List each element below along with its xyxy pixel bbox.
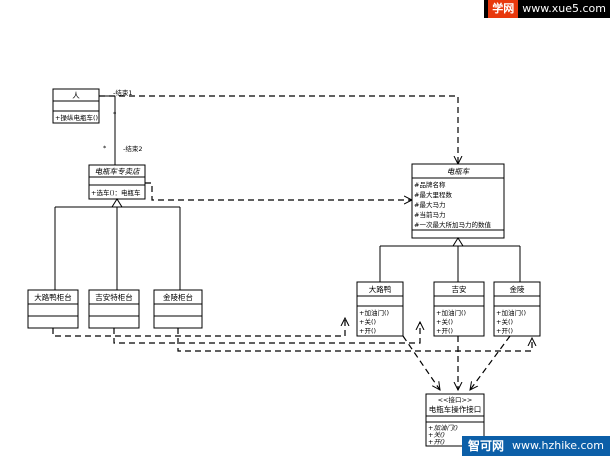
dependency-counter2-brand2 [113,322,420,344]
dealer-method: +选车()：电瓶车 [91,188,141,197]
person-title: 人 [72,91,80,100]
dependency-counter1-brand1 [52,318,345,337]
class-brand-3[interactable]: 金陵 +加油门() +关() +开() [493,281,541,337]
counter-1-title: 大路鸭柜台 [34,292,72,302]
counter-3-title: 金陵柜台 [163,292,193,302]
watermark-bottom-url: www.hzhike.com [512,439,604,452]
brand-3-method-1: +加油门() [496,308,526,317]
counter-2-title: 吉安特柜台 [95,292,133,302]
interface-ebike-operation[interactable]: <<接口>> 电瓶车操作接口 +加油门() +关() +开() [425,393,485,447]
iface-method-2: +关() [428,431,445,439]
watermark-top-logo: 学网 [488,0,519,18]
assoc-multiplicity: * [103,144,107,152]
ebike-attr-1: #品牌名称 [414,180,446,189]
watermark-top-url: www.xue5.com [522,2,606,15]
ebike-attr-4: #当前马力 [414,210,445,219]
realization-brand3-iface [470,335,511,390]
class-brand-2[interactable]: 吉安 +加油门() +关() +开() [433,281,485,337]
generalization-triangle-dealer [111,198,123,208]
class-counter-1[interactable]: 大路鸭柜台 [27,289,79,329]
dealer-title: 电瓶车专卖店 [95,167,141,176]
brand-2-method-1: +加油门() [436,308,466,317]
iface-method-3: +开() [428,438,445,446]
generalization-triangle-ebike [452,237,464,247]
dependency-dealer-ebike [145,182,412,200]
ebike-title: 电瓶车 [447,167,471,176]
watermark-top: 学网 www.xue5.com [484,0,610,18]
brand-3-title: 金陵 [510,284,525,294]
dependency-person-ebike [99,95,458,164]
realization-brand1-iface [402,335,440,390]
brand-1-title: 大路鸭 [369,284,392,294]
iface-title: 电瓶车操作接口 [429,404,482,414]
class-counter-2[interactable]: 吉安特柜台 [88,289,140,329]
brand-3-method-2: +关() [496,317,513,326]
ebike-attr-2: #最大里程数 [414,190,452,199]
brand-1-method-3: +开() [359,327,376,335]
person-method: +操纵电瓶车() [55,113,98,122]
assoc-multiplicity-2: * [113,110,117,118]
class-brand-1[interactable]: 大路鸭 +加油门() +关() +开() [356,281,404,337]
brand-1-method-1: +加油门() [359,308,389,317]
ebike-attr-5: #一次最大所加马力的数值 [414,220,491,229]
assoc-end1-label: -结束1 [113,88,132,97]
brand-2-method-3: +开() [436,327,453,335]
class-ebike[interactable]: 电瓶车 #品牌名称 #最大里程数 #最大马力 #当前马力 #一次最大所加马力的数… [411,163,505,239]
brand-1-method-2: +关() [359,317,376,326]
assoc-end2-label: -结束2 [123,144,142,153]
class-counter-3[interactable]: 金陵柜台 [153,289,203,329]
dependency-counter3-brand3 [177,328,532,352]
brand-2-method-2: +关() [436,317,453,326]
ebike-attr-3: #最大马力 [414,200,445,209]
class-person[interactable]: 人 +操纵电瓶车() [52,88,100,124]
brand-2-title: 吉安 [452,284,467,294]
watermark-bottom-logo: 智可网 [467,439,504,453]
iface-stereotype: <<接口>> [438,395,473,404]
class-dealer[interactable]: 电瓶车专卖店 +选车()：电瓶车 [88,164,146,200]
watermark-bottom: 智可网 www.hzhike.com [461,436,610,456]
brand-3-method-3: +开() [496,327,513,335]
iface-method-1: +加油门() [428,424,458,432]
